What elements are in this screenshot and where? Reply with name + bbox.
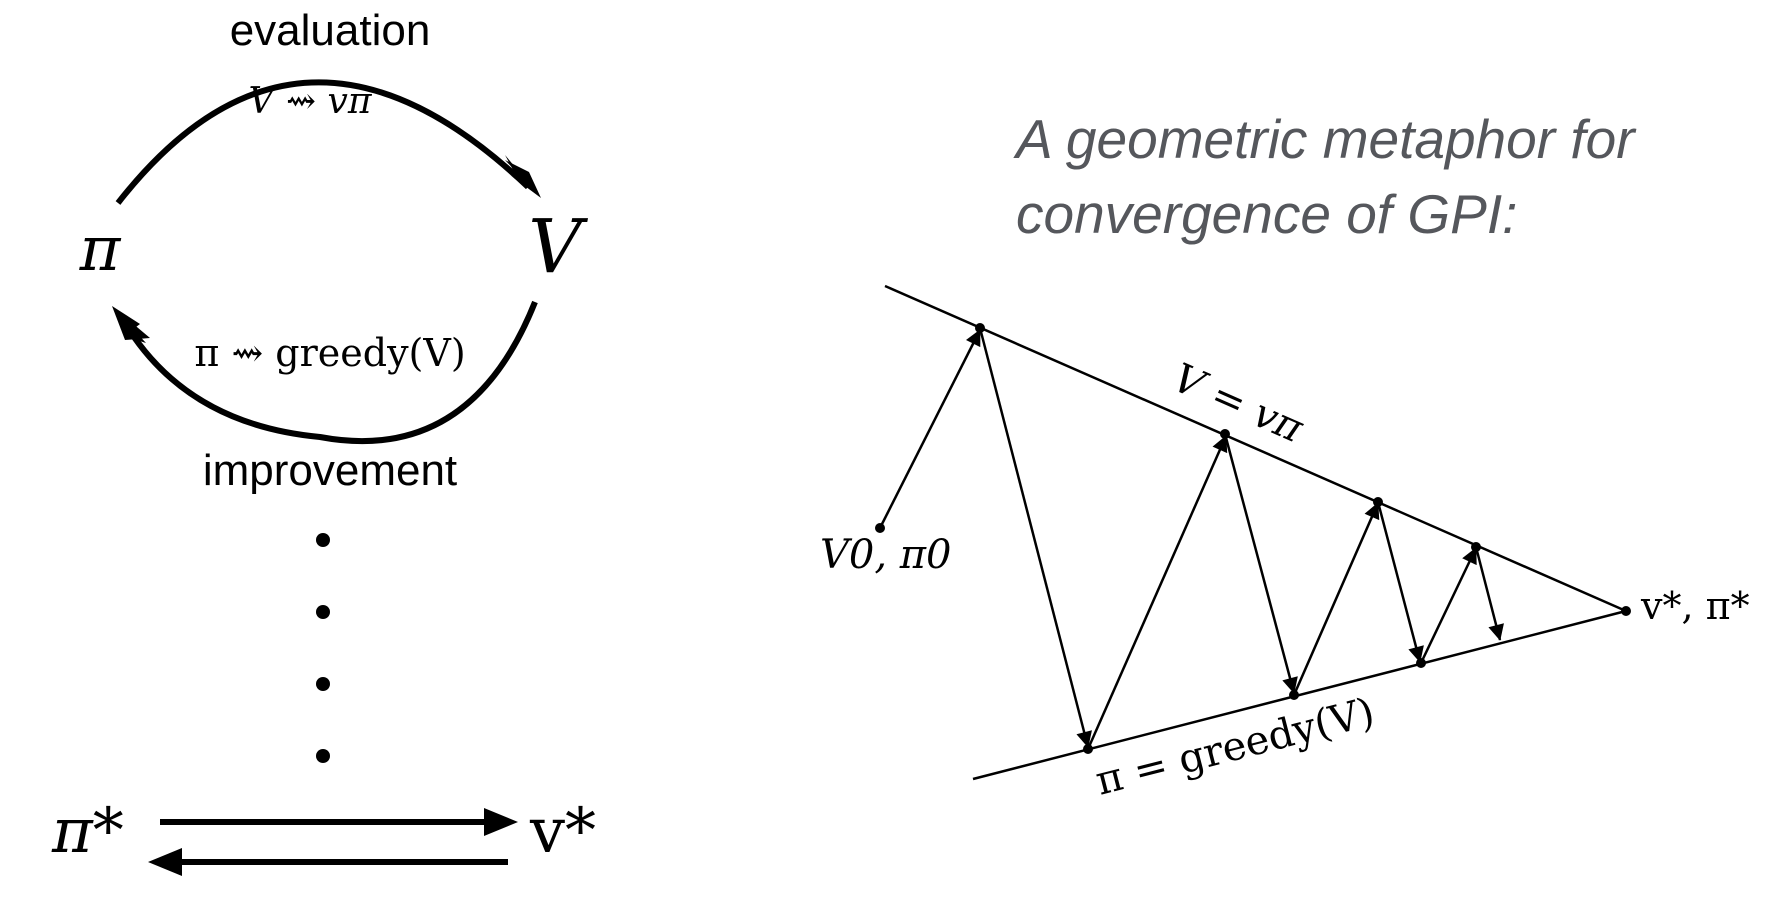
title-line-2: convergence of GPI: bbox=[1016, 183, 1517, 245]
improvement-label: improvement bbox=[203, 446, 457, 495]
improvement-formula: π ⇝ greedy(V) bbox=[194, 331, 465, 375]
ellipsis-dot bbox=[316, 533, 330, 547]
title-line-1: A geometric metaphor for bbox=[1013, 108, 1637, 170]
gpi-vertex bbox=[1621, 606, 1631, 616]
gpi-arrow bbox=[1292, 502, 1380, 696]
improvement-arrowhead bbox=[112, 306, 150, 340]
optimal-policy: π* bbox=[51, 794, 124, 867]
gpi-convergence-diagram bbox=[875, 284, 1631, 781]
gpi-vertex bbox=[1083, 744, 1093, 754]
gpi-arrow bbox=[1086, 435, 1228, 750]
value-symbol: V bbox=[528, 204, 588, 290]
gpi-vertex bbox=[975, 323, 985, 333]
evaluation-arc bbox=[115, 79, 531, 205]
gpi-arrow bbox=[1474, 546, 1504, 641]
gpi-vertex bbox=[875, 523, 885, 533]
gpi-arrow bbox=[1419, 547, 1478, 664]
ellipsis-dot bbox=[316, 605, 330, 619]
lower-line-label: π = greedy(V) bbox=[1091, 689, 1379, 805]
gpi-vertex bbox=[1373, 497, 1383, 507]
optimal-value: v* bbox=[529, 794, 596, 867]
ellipsis-dot bbox=[316, 749, 330, 763]
gpi-arrow bbox=[1223, 433, 1298, 694]
policy-iteration-cycle: evaluation V ⇝ vπ π V π ⇝ greedy(V) impr… bbox=[51, 6, 596, 876]
end-label: v*, π* bbox=[1640, 584, 1750, 628]
policy-symbol: π bbox=[79, 212, 122, 285]
gpi-vertex bbox=[1416, 658, 1426, 668]
gpi-arrow bbox=[978, 327, 1092, 748]
evaluation-label: evaluation bbox=[230, 6, 431, 55]
ellipsis-dot bbox=[316, 677, 330, 691]
improvement-arc bbox=[125, 300, 538, 445]
gpi-vertex bbox=[1471, 542, 1481, 552]
gpi-vertex bbox=[1289, 690, 1299, 700]
gpi-arrow bbox=[1376, 501, 1424, 663]
evaluation-formula: V ⇝ vπ bbox=[248, 81, 372, 122]
ellipsis-dots bbox=[316, 533, 330, 763]
start-label: V0, π0 bbox=[820, 532, 952, 578]
gpi-arrow bbox=[878, 329, 982, 529]
lower-line-pi-equals-greedy bbox=[972, 609, 1627, 781]
gpi-labels: V0, π0 V = vπ π = greedy(V) v*, π* bbox=[820, 355, 1750, 805]
gpi-vertex bbox=[1220, 429, 1230, 439]
slide-title: A geometric metaphor for convergence of … bbox=[1013, 108, 1637, 245]
upper-line-label: V = vπ bbox=[1166, 355, 1310, 452]
upper-line-v-equals-v-pi bbox=[884, 284, 1627, 613]
